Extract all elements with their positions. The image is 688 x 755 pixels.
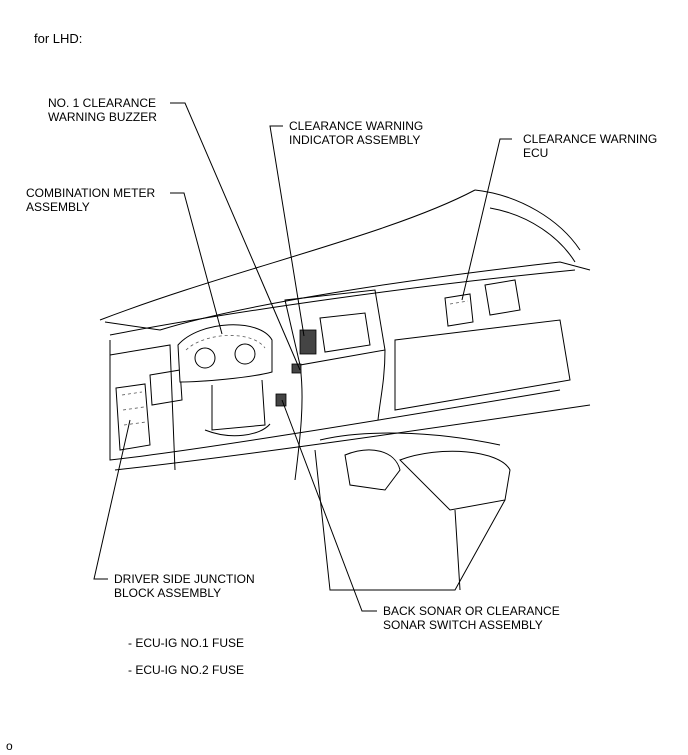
leader-switch: [281, 399, 377, 612]
footer-mark: o: [6, 739, 13, 753]
page-title: for LHD:: [34, 31, 83, 46]
center-stack-lower: [294, 364, 303, 481]
center-stack-lower-r: [377, 349, 386, 421]
back-sonar-switch: [275, 393, 287, 407]
driver-side-junction-block: [115, 383, 151, 451]
console-side-2: [454, 509, 461, 591]
fuse-item-ecu-ig-no2: - ECU-IG NO.2 FUSE: [128, 663, 245, 677]
dash-front-face: [109, 340, 561, 461]
label-combination-meter: COMBINATION METER ASSEMBLY: [26, 186, 156, 214]
a-pillar-right-inner: [489, 207, 576, 263]
label-back-sonar-switch: BACK SONAR OR CLEARANCE SONAR SWITCH ASS…: [383, 604, 560, 632]
dash-passenger-face: [394, 319, 571, 411]
right-vent: [484, 279, 521, 316]
label-clearance-warning-indicator: CLEARANCE WARNING INDICATOR ASSEMBLY: [289, 119, 424, 147]
combination-meter: [177, 324, 273, 383]
leader-junction: [93, 419, 131, 580]
clearance-warning-buzzer: [291, 363, 302, 374]
windshield-line: [99, 189, 476, 321]
steering-column: [211, 379, 266, 431]
center-screen: [319, 312, 371, 353]
leader-meter: [170, 192, 223, 335]
console-side: [314, 449, 506, 591]
console-top: [319, 432, 501, 446]
label-clearance-warning-ecu: CLEARANCE WARNING ECU: [523, 132, 658, 160]
label-no1-clearance-warning-buzzer: NO. 1 CLEARANCE WARNING BUZZER: [48, 96, 157, 124]
leader-indicator: [269, 125, 305, 337]
dash-top-edge-2: [109, 269, 576, 336]
clearance-warning-ecu: [444, 293, 474, 327]
console-shift: [344, 449, 401, 491]
leader-buzzer: [170, 102, 301, 371]
clearance-warning-indicator: [299, 329, 317, 355]
dash-top-edge: [104, 261, 591, 331]
a-pillar-right: [474, 189, 581, 251]
console-armrest: [399, 450, 511, 511]
leader-ecu: [461, 138, 512, 301]
steering-cowl: [204, 423, 271, 437]
left-vent: [149, 369, 183, 406]
left-side-panel: [109, 344, 176, 471]
dash-lower-edge: [114, 404, 591, 471]
fuse-item-ecu-ig-no1: - ECU-IG NO.1 FUSE: [128, 636, 245, 650]
label-driver-side-junction-block: DRIVER SIDE JUNCTION BLOCK ASSEMBLY: [114, 572, 255, 600]
